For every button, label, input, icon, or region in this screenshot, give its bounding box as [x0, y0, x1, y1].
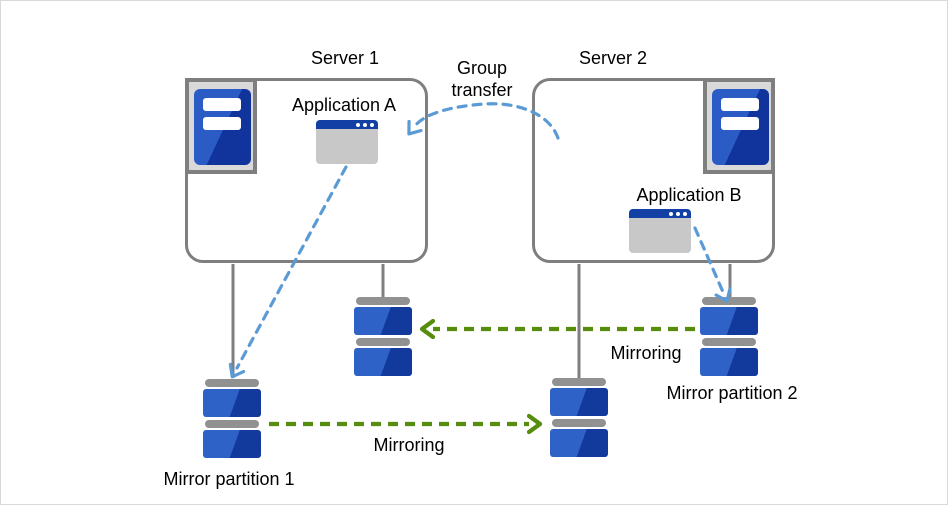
server-tower-icon	[194, 89, 251, 165]
mirror-partition-2-label: Mirror partition 2	[666, 383, 798, 403]
server2-label: Server 2	[578, 48, 648, 68]
server1-icon	[185, 78, 257, 174]
group-transfer-label: Group transfer	[451, 58, 513, 100]
window-dot-icon	[676, 211, 680, 216]
application-b-label: Application B	[636, 185, 742, 205]
disk-cap	[356, 338, 410, 346]
disk-platter	[203, 389, 261, 417]
disk-cap	[552, 419, 606, 427]
disk-platter	[550, 429, 608, 457]
disk-platter	[354, 348, 412, 376]
mirror-partition-1-disk-icon	[203, 379, 261, 461]
mirroring-top-label: Mirroring	[610, 343, 682, 363]
mirror-partition-1-label: Mirror partition 1	[163, 469, 295, 489]
server1-label: Server 1	[310, 48, 380, 68]
disk-cap	[702, 297, 756, 305]
window-dot-icon	[669, 211, 673, 216]
application-b-window-icon	[629, 209, 691, 253]
mirror-partition-2-disk-icon	[700, 297, 758, 379]
disk-cap	[205, 420, 259, 428]
mirroring-bottom-label: Mirroring	[373, 435, 445, 455]
app-window-titlebar	[629, 209, 691, 218]
disk-cap	[702, 338, 756, 346]
disk-cap	[205, 379, 259, 387]
window-dot-icon	[370, 122, 374, 127]
server-slot-icon	[203, 117, 241, 130]
disk-platter	[700, 307, 758, 335]
window-dot-icon	[363, 122, 367, 127]
application-a-window-icon	[316, 120, 378, 164]
disk-cap	[552, 378, 606, 386]
disk-platter	[203, 430, 261, 458]
window-dot-icon	[683, 211, 687, 216]
application-a-label: Application A	[291, 95, 397, 115]
server-slot-icon	[203, 98, 241, 111]
disk-platter	[354, 307, 412, 335]
server-slot-icon	[721, 98, 759, 111]
app-window-titlebar	[316, 120, 378, 129]
window-dot-icon	[356, 122, 360, 127]
server1-mirror-target-disk-icon	[354, 297, 412, 379]
server-tower-icon	[712, 89, 769, 165]
server-slot-icon	[721, 117, 759, 130]
server2-mirror-target-disk-icon	[550, 378, 608, 460]
disk-platter	[550, 388, 608, 416]
disk-platter	[700, 348, 758, 376]
server2-icon	[703, 78, 775, 174]
disk-cap	[356, 297, 410, 305]
